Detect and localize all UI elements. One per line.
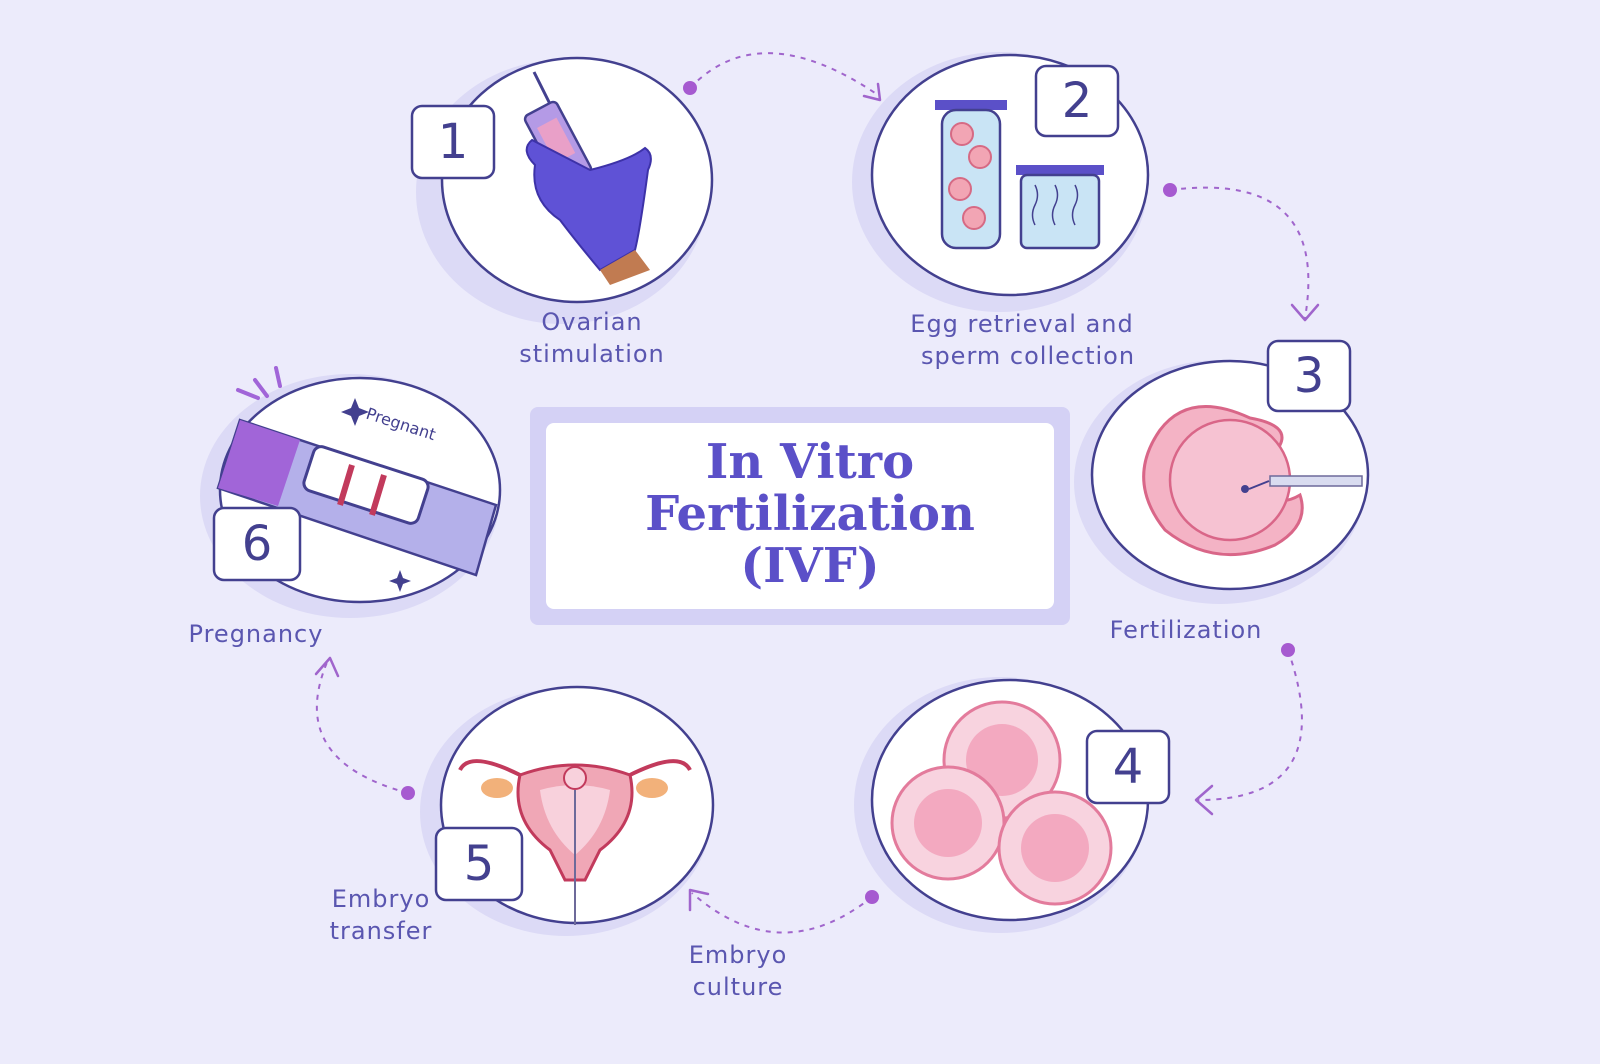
step-4-number-box <box>1085 729 1171 805</box>
step-6: Pregnant 6 Pregnancy <box>189 366 502 648</box>
egg-injection-icon <box>1142 405 1363 557</box>
step-3-number-box <box>1266 339 1352 413</box>
sparkle-icon <box>389 570 411 592</box>
step-4-number: 4 <box>1113 739 1144 795</box>
step-3-number: 3 <box>1294 348 1325 404</box>
step-3-label: Fertilization <box>1110 616 1263 644</box>
syringe-glove-icon <box>523 71 652 285</box>
step-4: 4 Embryo culture <box>689 677 1171 1001</box>
step-6-label: Pregnancy <box>189 620 324 648</box>
step-1: 1 Ovarian stimulation <box>410 56 714 368</box>
connector-3-4 <box>1194 643 1303 816</box>
step-5: 5 Embryo transfer <box>330 685 715 945</box>
test-tubes-icon <box>935 100 1104 250</box>
connector-1-2 <box>683 52 882 102</box>
step-2: 2 Egg retrieval and sperm collection <box>852 52 1150 370</box>
step-5-number: 5 <box>464 836 495 892</box>
connector-2-3 <box>1163 183 1320 322</box>
sparkle-icon <box>341 398 369 426</box>
step-5-label-line-2: transfer <box>330 917 433 945</box>
step-6-number: 6 <box>242 516 273 572</box>
title-line-3: (IVF) <box>740 538 879 594</box>
embryo-cells-icon <box>890 700 1113 906</box>
step-2-label-line-2: sperm collection <box>921 342 1135 370</box>
step-1-number-box <box>410 104 496 180</box>
step-1-label-line-1: Ovarian <box>541 308 642 336</box>
burst-lines-icon <box>236 366 282 400</box>
title-line-2: Fertilization <box>645 486 975 542</box>
connector-4-5 <box>688 888 879 934</box>
step-6-number-box <box>212 506 302 582</box>
step-1-number: 1 <box>438 114 469 170</box>
title-card: In Vitro Fertilization (IVF) <box>530 407 1070 625</box>
step-4-label-line-1: Embryo <box>689 941 788 969</box>
uterus-icon <box>458 759 692 925</box>
title-line-1: In Vitro <box>706 434 914 490</box>
step-2-label-line-1: Egg retrieval and <box>910 310 1133 338</box>
pregnancy-test-icon: Pregnant <box>216 366 498 592</box>
step-5-number-box <box>434 826 524 902</box>
step-2-number-box <box>1034 64 1120 138</box>
connector-5-6 <box>314 656 415 800</box>
step-3: 3 Fertilization <box>1074 339 1370 644</box>
step-5-label-line-1: Embryo <box>332 885 431 913</box>
step-2-number: 2 <box>1062 73 1093 129</box>
step-1-label-line-2: stimulation <box>519 340 665 368</box>
step-4-label-line-2: culture <box>693 973 784 1001</box>
